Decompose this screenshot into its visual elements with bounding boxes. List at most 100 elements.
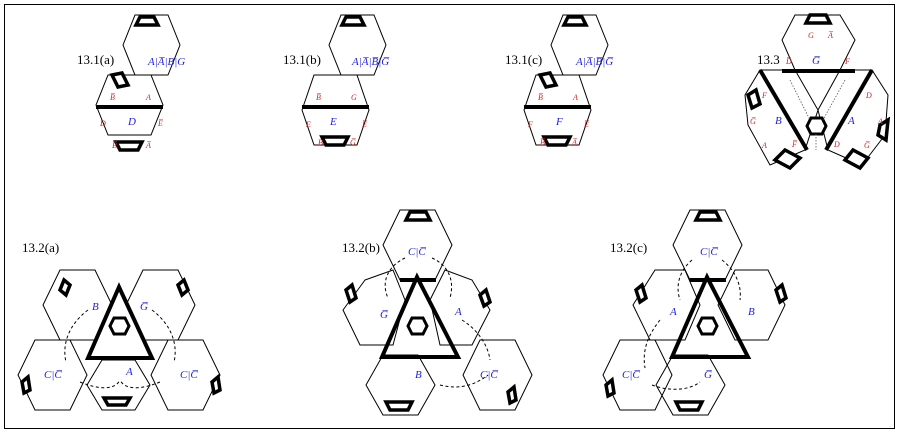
edge-label: B̅ — [540, 138, 545, 147]
ear — [133, 15, 161, 27]
edge-label: B̅ — [538, 93, 543, 102]
ear — [383, 400, 415, 412]
edge-label: A — [877, 117, 883, 126]
ear — [210, 373, 222, 396]
panel-label: 13.1(b) — [283, 52, 321, 67]
edge-label: A — [761, 141, 767, 150]
arrow — [119, 379, 161, 389]
panel-label: 13.1(c) — [505, 52, 542, 67]
label: A — [669, 306, 677, 318]
edge-label: E̅ — [157, 119, 164, 128]
ear — [113, 140, 145, 152]
ear — [876, 116, 891, 143]
arrow — [151, 309, 176, 363]
arrow — [461, 319, 491, 361]
central-hex — [696, 316, 719, 336]
edge-label: B̅ — [112, 141, 117, 150]
top-label: A|A̅|B|G — [147, 56, 185, 68]
label: C|C̅ — [700, 246, 719, 258]
triangle-cut — [668, 272, 752, 359]
edge-label: B̅ — [316, 93, 321, 102]
top-label: G̅ — [812, 55, 821, 67]
edge-label: F — [844, 57, 850, 66]
hex-bottom — [523, 74, 592, 146]
top-label: A|A̅|B̅|G̅ — [351, 56, 390, 68]
ear — [803, 13, 833, 25]
central-hex — [108, 316, 131, 336]
panel-13-1c: 13.1(c) A|A̅|B̅|G̅ F B̅ A F E̅ B̅ A̅ — [505, 14, 614, 147]
ear — [561, 15, 589, 27]
arrow — [64, 309, 89, 363]
edge-label: D̅ — [785, 57, 792, 66]
ear — [693, 210, 723, 222]
ear — [319, 135, 351, 147]
hex — [342, 269, 406, 346]
ear — [403, 210, 433, 222]
panel-label: 13.2(c) — [610, 240, 647, 255]
label: C|C̅ — [480, 369, 499, 381]
bottom-label: F — [555, 116, 563, 128]
label: A — [454, 306, 462, 318]
dotted-line — [789, 79, 811, 121]
edge-label: A — [572, 93, 578, 102]
ear — [773, 281, 789, 305]
edge-label: E̅ — [583, 120, 590, 129]
label: G̅ — [704, 369, 713, 381]
outer-frame — [4, 4, 895, 429]
label: B — [415, 369, 422, 381]
bottom-label: D — [127, 116, 136, 128]
panel-label: 13.2(a) — [22, 240, 59, 255]
edge-label: G̅ — [350, 138, 356, 147]
hex-bottom — [301, 74, 370, 146]
ear — [537, 71, 559, 89]
edge-label: A — [145, 93, 151, 102]
panel-label: 13.2(b) — [342, 240, 380, 255]
ear — [673, 400, 705, 412]
hex-top — [550, 14, 609, 76]
edge-label: A̅ — [571, 138, 578, 147]
edge-label: B̅ — [110, 93, 115, 102]
ear — [604, 376, 616, 399]
ear — [745, 87, 763, 111]
label: B — [748, 306, 755, 318]
arrow — [439, 374, 489, 388]
ear — [175, 277, 191, 298]
ear — [477, 287, 493, 309]
central-hex — [406, 316, 429, 336]
edge-label: F̅ — [791, 140, 798, 149]
label: C|C̅ — [622, 369, 641, 381]
cut-edge — [824, 69, 874, 151]
ear — [100, 396, 134, 407]
arrow — [431, 257, 453, 299]
bottom-label: E — [329, 116, 337, 128]
ear — [633, 281, 649, 305]
arrow — [677, 259, 693, 301]
central-hex — [805, 116, 828, 136]
edge-label: F — [761, 91, 767, 100]
edge-label: G — [808, 31, 814, 40]
arrow — [721, 259, 741, 301]
arrow — [79, 379, 121, 389]
triangle-cut — [84, 282, 156, 360]
ear — [842, 147, 871, 171]
label: B — [92, 301, 99, 313]
hex — [462, 339, 533, 411]
hex — [150, 339, 221, 411]
panel-13-2b: 13.2(b) C|C̅ G̅ A B C|C̅ — [342, 209, 533, 416]
ear — [343, 281, 359, 305]
dotted-line — [822, 79, 846, 121]
label: G̅ — [140, 301, 149, 313]
panel-13-1b: 13.1(b) A|A̅|B̅|G̅ E B̅ G E E̅ B G̅ — [283, 14, 390, 147]
panel-13-1a: 13.1(a) A|A̅|B|G D B̅ A D E̅ B̅ A̅ — [77, 14, 185, 152]
edge-label: G — [351, 93, 357, 102]
ear — [506, 383, 518, 406]
panel-label: 13.3 — [757, 52, 780, 67]
ear — [772, 147, 803, 171]
edge-label: D — [865, 91, 872, 100]
label: C|C̅ — [180, 369, 199, 381]
hex — [717, 269, 786, 341]
arrow — [384, 257, 406, 299]
hex — [602, 339, 673, 411]
edge-label: B — [318, 138, 323, 147]
ear — [339, 15, 367, 27]
